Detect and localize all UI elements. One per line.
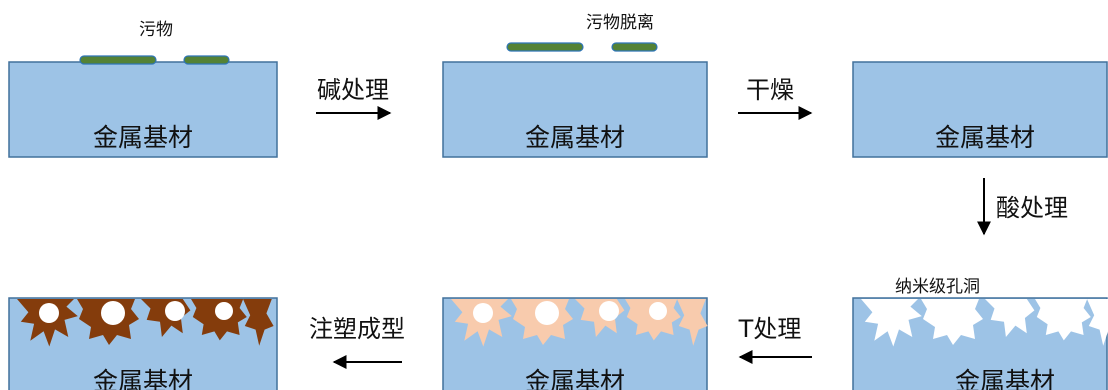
stage-5-t-treated: 金属基材 [442, 297, 708, 390]
pore-shape [921, 299, 983, 345]
substrate-block-2 [442, 61, 708, 158]
pore-core [473, 303, 493, 323]
dirt-patch [506, 42, 584, 52]
pore-core [165, 301, 185, 321]
stage-6-injection-molded: 金属基材 [8, 297, 278, 390]
step-label-t: T处理 [738, 315, 802, 343]
pore-core [39, 303, 59, 323]
step-label-dry: 干燥 [746, 76, 794, 104]
step-label-acid: 酸处理 [996, 194, 1068, 222]
step-injection: 注塑成型 [309, 315, 405, 369]
pore-core [599, 301, 619, 321]
nano-pores-label: 纳米级孔洞 [895, 277, 980, 297]
stage-1-initial: 污物 金属基材 [8, 20, 278, 158]
stage-4-nano-pores: 纳米级孔洞 金属基材 [852, 277, 1108, 390]
dirt-patch [611, 42, 658, 52]
stage-3-dried: 金属基材 [852, 61, 1108, 158]
pore-shape [861, 299, 922, 347]
plastic-filled-pores [17, 299, 274, 347]
substrate-label: 金属基材 [525, 123, 625, 152]
substrate-label: 金属基材 [935, 123, 1035, 152]
dirt-removed-label: 污物脱离 [586, 13, 654, 33]
pore-shape [985, 299, 1035, 337]
step-alkali: 碱处理 [316, 76, 392, 120]
substrate-block-1 [8, 61, 278, 158]
step-label-alkali: 碱处理 [317, 76, 389, 104]
nano-pores [861, 299, 1108, 347]
substrate-label: 金属基材 [93, 123, 193, 152]
dirt-patch [183, 55, 230, 65]
stage-2-cleaned: 污物脱离 金属基材 [442, 13, 708, 158]
t-treated-pores [451, 299, 708, 347]
pore-core [101, 301, 125, 325]
dirt-patch [79, 55, 157, 65]
pore-shape [625, 299, 681, 341]
dirt-label: 污物 [139, 20, 173, 40]
pore-shape [191, 299, 247, 341]
step-label-injection: 注塑成型 [309, 315, 405, 343]
pore-shape [243, 299, 274, 346]
substrate-label: 金属基材 [525, 367, 625, 390]
step-t-treatment: T处理 [738, 315, 812, 364]
substrate-label: 金属基材 [955, 367, 1055, 390]
pore-core [535, 301, 559, 325]
pore-core [649, 302, 667, 320]
pore-shape [677, 299, 708, 346]
pore-shape [1035, 299, 1091, 341]
step-dry: 干燥 [738, 76, 813, 120]
substrate-block-3 [852, 61, 1108, 158]
substrate-label: 金属基材 [93, 367, 193, 390]
pore-shape [1087, 299, 1108, 346]
step-acid: 酸处理 [977, 178, 1068, 236]
pore-core [215, 302, 233, 320]
